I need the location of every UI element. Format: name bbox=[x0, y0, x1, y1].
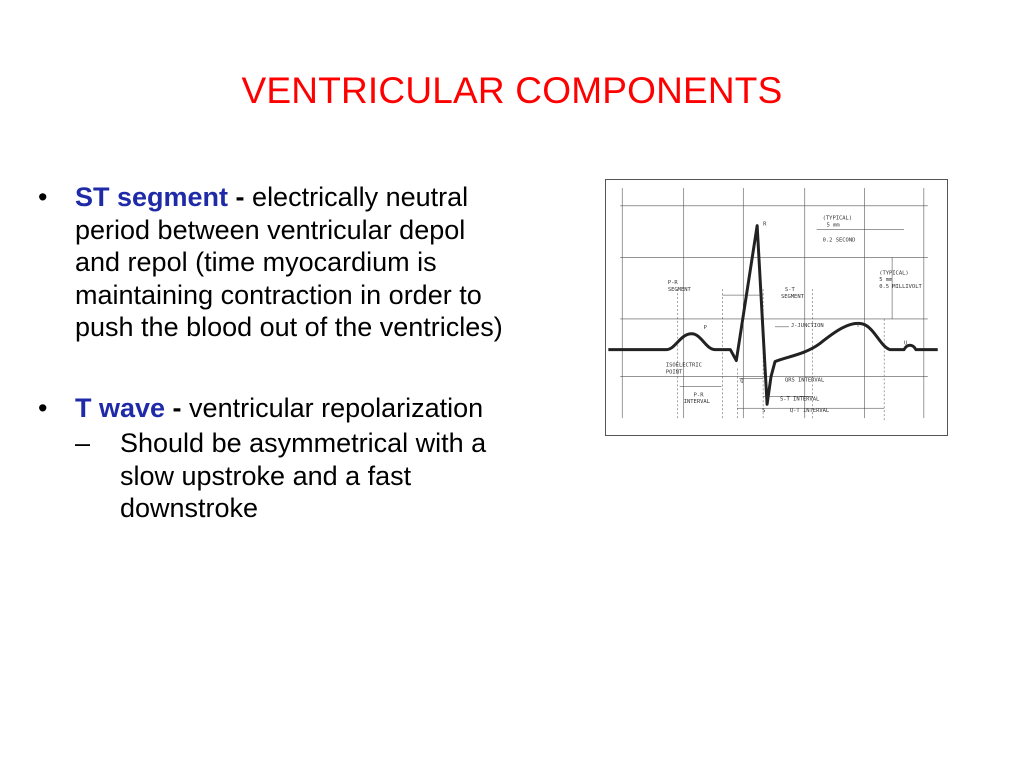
pr-interval-label-2: INTERVAL bbox=[684, 399, 711, 405]
bullet-term: T wave bbox=[75, 392, 166, 423]
st-segment-label-2: SEGMENT bbox=[781, 294, 805, 300]
sub-bullet-text: Should be asymmetrical with a slow upstr… bbox=[120, 428, 487, 523]
isoelectric-label: ISOELECTRIC bbox=[666, 363, 702, 369]
dimension-arrows bbox=[679, 229, 904, 409]
isoelectric-point-label: POINT bbox=[666, 369, 683, 375]
bullet-marker: • bbox=[38, 182, 48, 212]
p-wave-label: P bbox=[704, 325, 708, 331]
bullet-text: ventricular repolarization bbox=[189, 392, 484, 423]
bullet-separator: - bbox=[228, 182, 253, 212]
pr-interval-label: P-R bbox=[694, 392, 705, 398]
st-segment-label: S-T bbox=[785, 287, 796, 293]
sub-bullet: – Should be asymmetrical with a slow ups… bbox=[75, 427, 508, 525]
bullet-st-segment: • ST segment - electrically neutral peri… bbox=[38, 181, 508, 344]
typical-top-mm-label: 5 mm bbox=[827, 223, 841, 229]
pr-segment-label-2: SEGMENT bbox=[668, 287, 692, 293]
j-junction-label: J-JUNCTION bbox=[791, 323, 824, 329]
sub-bullet-marker: – bbox=[75, 428, 91, 458]
slide-title: VENTRICULAR COMPONENTS bbox=[241, 70, 783, 111]
bullet-t-wave: • T wave - ventricular repolarization – … bbox=[38, 392, 508, 525]
q-wave-label: Q bbox=[740, 378, 743, 384]
t-wave-label: T bbox=[856, 323, 860, 329]
r-wave-label: R bbox=[763, 222, 767, 228]
grid-lines bbox=[620, 187, 928, 419]
bullet-separator: - bbox=[165, 392, 190, 423]
u-wave-label: U bbox=[904, 341, 907, 347]
ecg-trace bbox=[608, 224, 938, 406]
bullet-term: ST segment bbox=[75, 182, 229, 212]
qt-interval-label: Q-T INTERVAL bbox=[790, 408, 830, 414]
ecg-diagram: R P T U Q S (TYPICAL) 5 mm 0.2 SECOND (T… bbox=[605, 179, 948, 436]
s-wave-label: S bbox=[762, 408, 765, 414]
st-interval-label: S-T INTERVAL bbox=[780, 396, 820, 402]
typical-right-millivolt-label: 0.5 MILLIVOLT bbox=[879, 284, 922, 290]
typical-right-mm-label: 5 mm bbox=[879, 277, 893, 283]
bullet-marker: • bbox=[38, 392, 48, 423]
bullet-list: • ST segment - electrically neutral peri… bbox=[38, 181, 508, 525]
typical-top-label: (TYPICAL) bbox=[823, 216, 852, 222]
qrs-interval-label: QRS INTERVAL bbox=[785, 377, 825, 383]
pr-segment-label: P-R bbox=[668, 280, 679, 286]
ecg-diagram-svg: R P T U Q S (TYPICAL) 5 mm 0.2 SECOND (T… bbox=[608, 187, 938, 421]
bullet-text: electrically neutral period between vent… bbox=[75, 182, 503, 342]
typical-right-label: (TYPICAL) bbox=[879, 270, 908, 276]
typical-top-second-label: 0.2 SECOND bbox=[823, 238, 856, 244]
